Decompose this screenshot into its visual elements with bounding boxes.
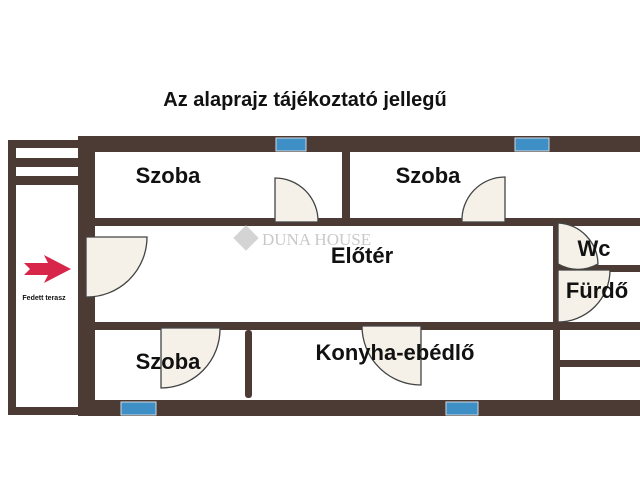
- arrow-right-icon: [24, 255, 71, 283]
- room-label-bottom-left: Szoba: [136, 349, 202, 374]
- watermark-text: DUNA HOUSE: [262, 230, 371, 249]
- diamond-logo-icon: [233, 225, 259, 251]
- room-label-top-right: Szoba: [396, 163, 462, 188]
- door: [274, 177, 319, 223]
- window: [445, 401, 479, 416]
- window: [120, 401, 157, 416]
- doors: [85, 176, 611, 389]
- terrace: [8, 140, 82, 415]
- door: [557, 222, 599, 271]
- room-label-wc: Wc: [578, 236, 611, 261]
- door: [160, 327, 221, 389]
- door: [557, 269, 611, 323]
- window: [514, 137, 550, 152]
- room-label-kitchen: Konyha-ebédlő: [316, 340, 475, 365]
- door: [461, 176, 506, 223]
- plan-title: Az alaprajz tájékoztató jellegű: [163, 89, 446, 111]
- room-label-hall: Előtér: [331, 243, 394, 268]
- windows: [120, 137, 550, 416]
- door: [361, 325, 422, 386]
- room-label-terrace: Fedett terasz: [22, 295, 66, 302]
- entrance-door: [85, 236, 148, 298]
- window: [275, 137, 307, 152]
- room-label-top-left: Szoba: [136, 163, 202, 188]
- room-label-bathroom: Fürdő: [566, 278, 628, 303]
